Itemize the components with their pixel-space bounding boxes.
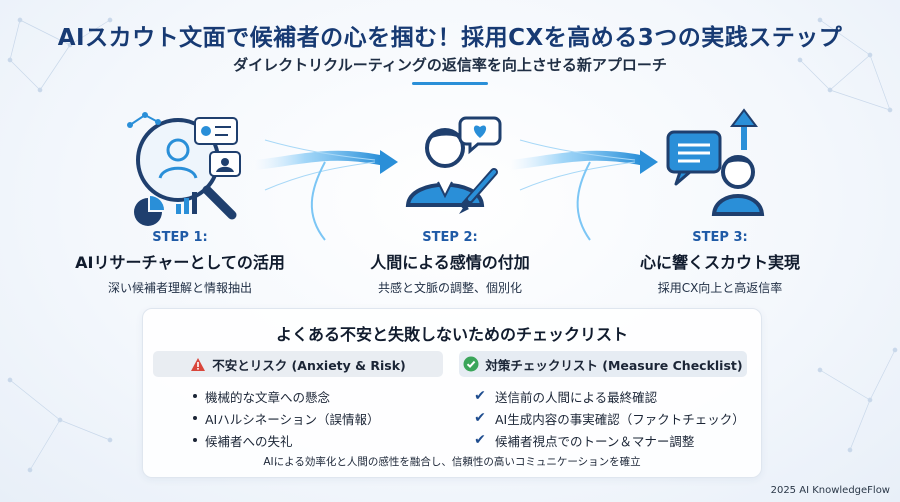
magnifier-profile-icon [127, 112, 241, 226]
list-item: AIハルシネーション（誤情報） [193, 407, 380, 429]
list-item: 機械的な文章への懸念 [193, 385, 380, 407]
checkmark-icon: ✔ [474, 432, 486, 448]
step-3-title: 心に響くスカウト実現 [639, 253, 800, 272]
checkmark-icon: ✔ [474, 410, 486, 426]
checklist-title: よくある不安と失敗しないためのチェックリスト [275, 325, 628, 344]
step-3-number: STEP 3: [692, 230, 748, 245]
measure-list: ✔送信前の人間による最終確認 ✔AI生成内容の事実確認（ファクトチェック） ✔候… [473, 385, 745, 451]
step-1-title: AIリサーチャーとしての活用 [75, 253, 285, 272]
bullet-icon [193, 416, 197, 420]
measure-heading-label: 対策チェックリスト (Measure Checklist) [485, 357, 743, 373]
step-3: STEP 3: 心に響くスカウト実現 採用CX向上と高返信率 [600, 230, 840, 296]
bullet-icon [193, 394, 197, 398]
list-item: ✔候補者視点でのトーン＆マナー調整 [474, 432, 695, 449]
risk-heading-label: 不安とリスク (Anxiety & Risk) [212, 357, 406, 373]
step-2-number: STEP 2: [422, 230, 478, 245]
flow-arrow-2 [505, 139, 658, 241]
copyright: 2025 AI KnowledgeFlow [770, 485, 890, 496]
title-underline [412, 82, 488, 85]
warning-icon [191, 357, 206, 371]
step-1: STEP 1: AIリサーチャーとしての活用 深い候補者理解と情報抽出 [60, 230, 300, 296]
risk-list: 機械的な文章への懸念 AIハルシネーション（誤情報） 候補者への失礼 [193, 385, 380, 451]
check-circle-icon [463, 356, 479, 372]
checklist-panel: よくある不安と失敗しないためのチェックリスト 不安とリスク (Anxiety &… [142, 308, 762, 478]
flow-arrow-1 [250, 139, 398, 241]
step-2-title: 人間による感情の付加 [370, 253, 530, 272]
list-item: ✔AI生成内容の事実確認（ファクトチェック） [474, 410, 745, 427]
step-1-number: STEP 1: [152, 230, 208, 245]
risk-heading: 不安とリスク (Anxiety & Risk) [153, 351, 443, 377]
step-2: STEP 2: 人間による感情の付加 共感と文脈の調整、個別化 [330, 230, 570, 296]
list-item: 候補者への失礼 [193, 429, 380, 451]
message-growth-icon [666, 108, 765, 216]
page-subtitle: ダイレクトリクルーティングの返信率を向上させる新アプローチ [233, 56, 667, 74]
checklist-note: AIによる効率化と人間の感性を融合し、信頼性の高いコミュニケーションを確立 [263, 456, 641, 468]
measure-heading: 対策チェックリスト (Measure Checklist) [459, 351, 747, 377]
list-item: ✔送信前の人間による最終確認 [474, 388, 658, 405]
bullet-icon [193, 438, 197, 442]
step-1-description: 深い候補者理解と情報抽出 [107, 281, 252, 295]
person-heart-pen-icon [405, 116, 502, 214]
step-3-description: 採用CX向上と高返信率 [657, 281, 783, 295]
step-2-description: 共感と文脈の調整、個別化 [377, 281, 522, 295]
page-title: AIスカウト文面で候補者の心を掴む！採用CXを高める3つの実践ステップ [57, 25, 843, 51]
checkmark-icon: ✔ [474, 388, 486, 404]
